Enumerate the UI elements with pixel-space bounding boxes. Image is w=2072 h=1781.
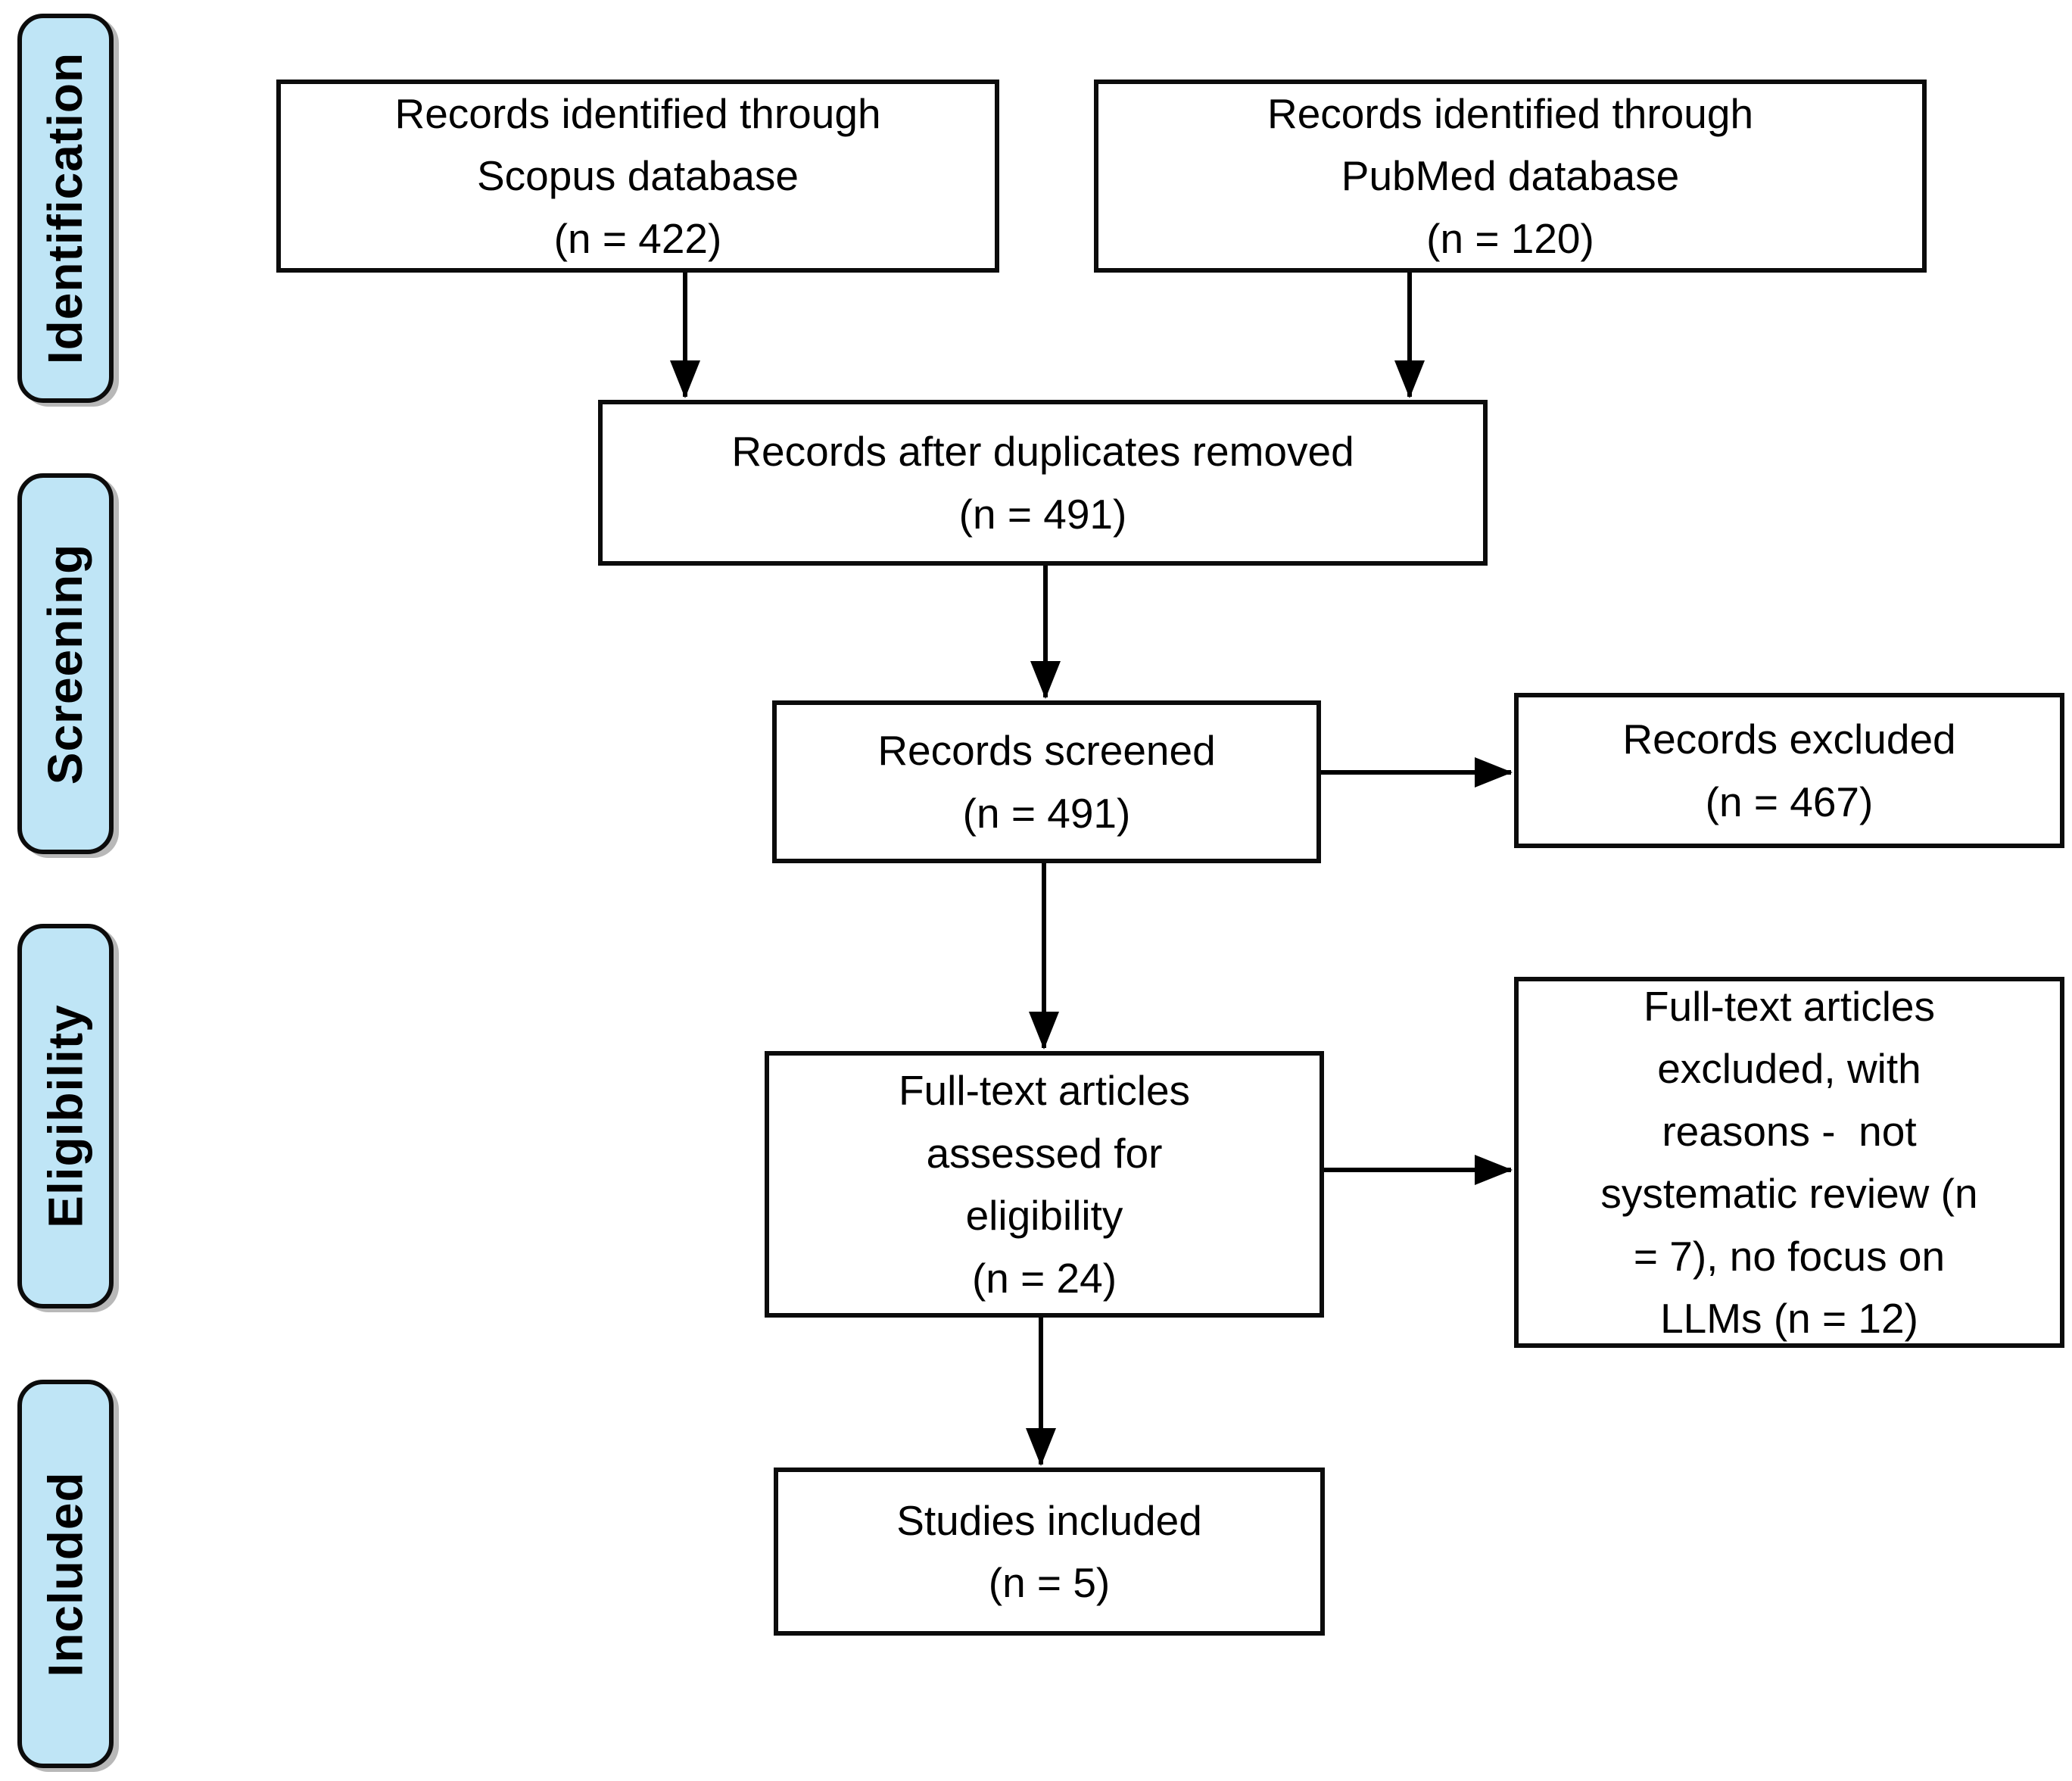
stage-identification: Identification — [17, 14, 114, 403]
duplicates-removed-box: Records after duplicates removed (n = 49… — [598, 400, 1488, 566]
records-screened-text: Records screened (n = 491) — [877, 727, 1216, 837]
fulltext-assessed-text: Full-text articles assessed for eligibil… — [898, 1067, 1191, 1302]
duplicates-removed-text: Records after duplicates removed (n = 49… — [731, 428, 1354, 538]
studies-included-text: Studies included (n = 5) — [896, 1496, 1202, 1607]
stage-included: Included — [17, 1380, 114, 1768]
records-screened-box: Records screened (n = 491) — [772, 700, 1321, 863]
scopus-records-text: Records identified through Scopus databa… — [394, 89, 881, 262]
fulltext-assessed-box: Full-text articles assessed for eligibil… — [765, 1051, 1324, 1318]
stage-screening: Screening — [17, 473, 114, 854]
fulltext-excluded-box: Full-text articles excluded, with reason… — [1514, 977, 2064, 1348]
stage-identification-label: Identification — [38, 51, 93, 365]
records-excluded-box: Records excluded (n = 467) — [1514, 693, 2064, 848]
pubmed-records-text: Records identified through PubMed databa… — [1267, 89, 1754, 262]
stage-included-label: Included — [38, 1471, 93, 1677]
studies-included-box: Studies included (n = 5) — [774, 1468, 1325, 1636]
stage-eligibility: Eligibility — [17, 924, 114, 1308]
stage-eligibility-label: Eligibility — [38, 1004, 93, 1228]
records-excluded-text: Records excluded (n = 467) — [1622, 716, 1956, 825]
stage-screening-label: Screening — [38, 543, 93, 784]
scopus-records-box: Records identified through Scopus databa… — [276, 80, 999, 273]
fulltext-excluded-text: Full-text articles excluded, with reason… — [1600, 982, 1978, 1343]
pubmed-records-box: Records identified through PubMed databa… — [1094, 80, 1927, 273]
